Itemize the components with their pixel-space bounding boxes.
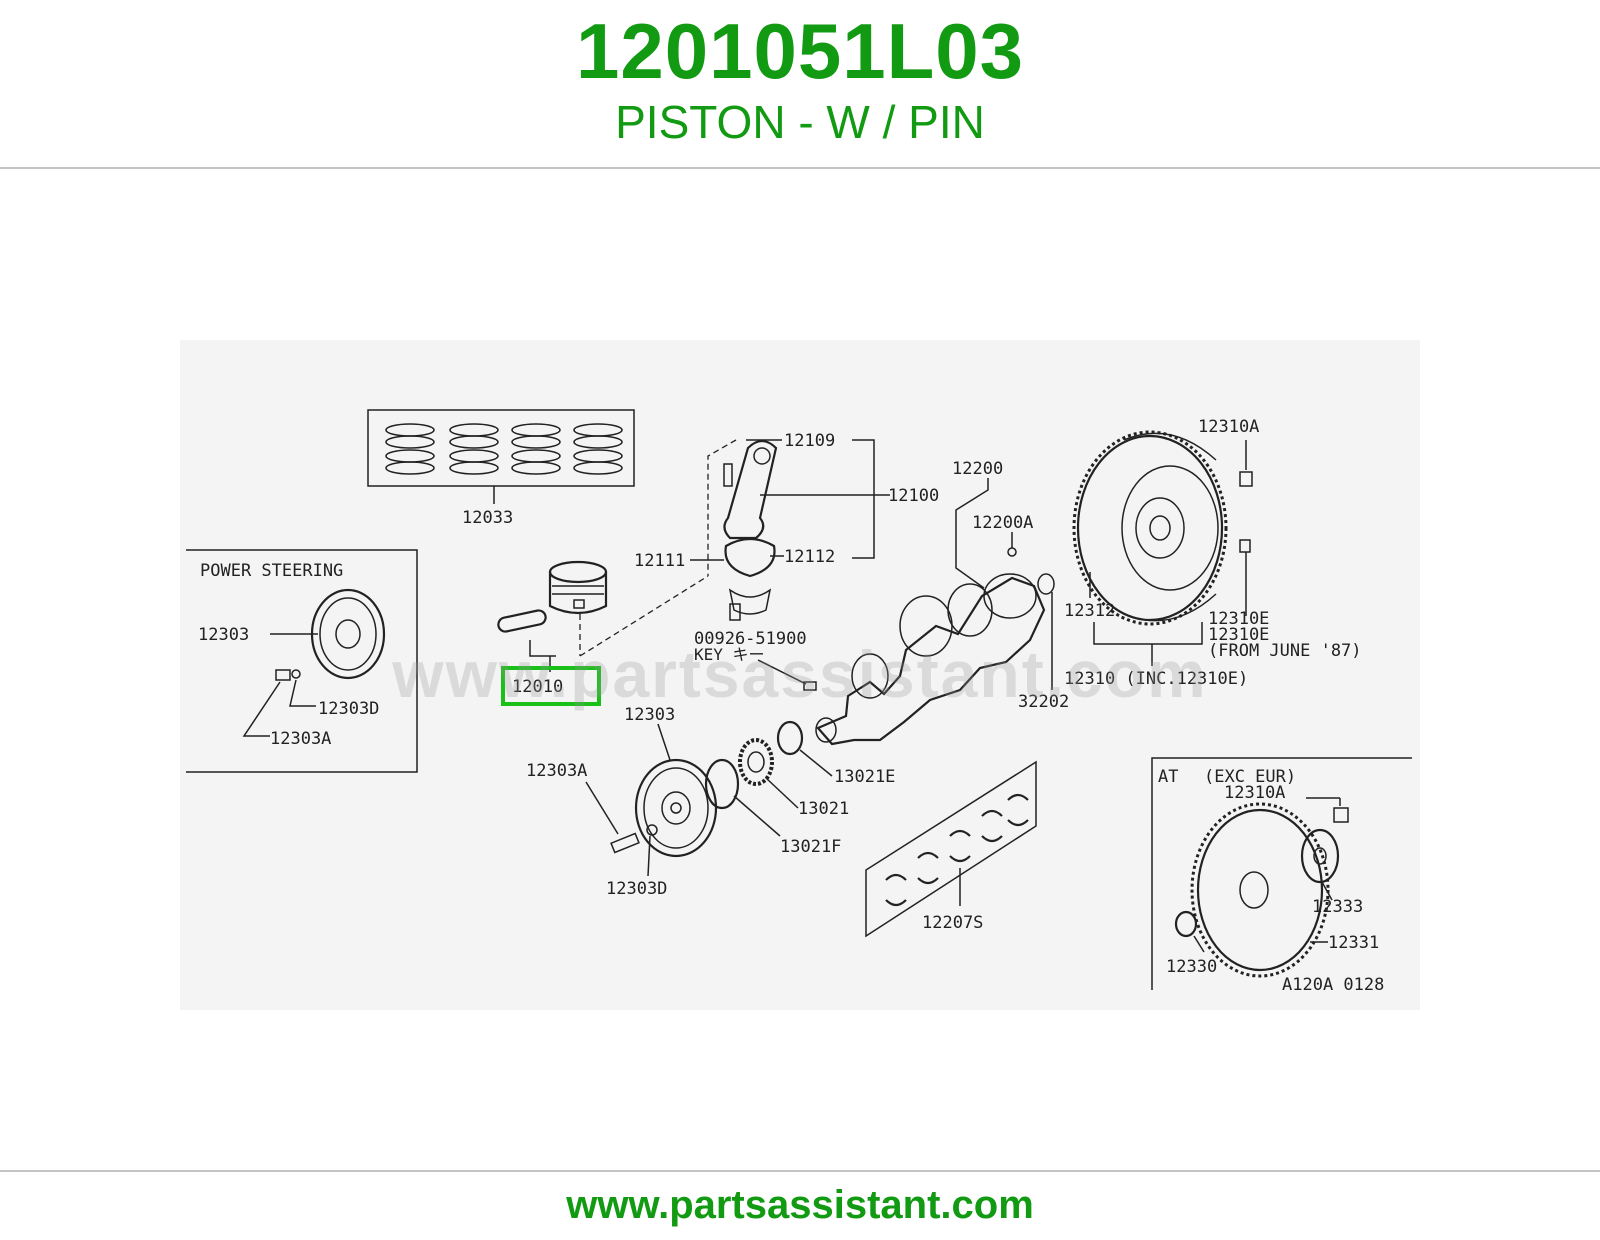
- label-12111: 12111: [634, 551, 685, 571]
- label-12112: 12112: [784, 547, 835, 567]
- part-number-title: 1201051L03: [575, 7, 1025, 95]
- label-key-part-number: 00926-51900: [694, 629, 807, 649]
- label-12010: 12010: [512, 677, 563, 697]
- label-at-exc-eur: (EXC EUR): [1204, 767, 1296, 787]
- label-ps-12303: 12303: [198, 625, 249, 645]
- crank-sprocket-plate: [776, 720, 804, 756]
- label-at-12330: 12330: [1166, 957, 1217, 977]
- pulley-bolt: [610, 832, 640, 854]
- crank-pulley: [634, 758, 718, 858]
- label-32202: 32202: [1018, 692, 1069, 712]
- label-at-12333: 12333: [1312, 897, 1363, 917]
- label-12200: 12200: [952, 459, 1003, 479]
- crank-key: [803, 681, 817, 691]
- label-ps-12303D: 12303D: [318, 699, 379, 719]
- label-12109: 12109: [784, 431, 835, 451]
- diagram-background: [180, 340, 1420, 1010]
- flywheel-bolt: [1239, 471, 1253, 487]
- pilot-bushing: [1037, 573, 1055, 595]
- label-power-steering: POWER STEERING: [200, 561, 343, 581]
- power-steering-inset: [186, 549, 418, 773]
- highlight-box-12010[interactable]: [501, 666, 601, 706]
- oil-pump-drive-spacer: [704, 758, 740, 810]
- label-diagram-code: A120A 0128: [1282, 975, 1384, 995]
- label-12310E-1: 12310E: [1208, 609, 1269, 629]
- label-13021: 13021: [798, 799, 849, 819]
- footer-divider: [0, 1170, 1600, 1172]
- label-13021F: 13021F: [780, 837, 841, 857]
- main-bearing-set: [865, 760, 1037, 938]
- label-at: AT: [1158, 767, 1178, 787]
- label-12310E-2: 12310E: [1208, 625, 1269, 645]
- crankshaft: [815, 573, 1046, 746]
- label-12303: 12303: [624, 705, 675, 725]
- header-divider: [0, 167, 1600, 169]
- label-13021E: 13021E: [834, 767, 895, 787]
- piston-with-pin: [497, 560, 709, 672]
- crank-sprocket: [738, 738, 774, 786]
- connecting-rod: [707, 439, 778, 621]
- at-inset: [1151, 757, 1412, 990]
- label-from-june-87: (FROM JUNE '87): [1208, 641, 1362, 661]
- footer-url-link[interactable]: www.partsassistant.com: [566, 1183, 1034, 1227]
- label-12310A: 12310A: [1198, 417, 1259, 437]
- label-12312: 12312: [1064, 601, 1115, 621]
- part-description: PISTON - W / PIN: [615, 96, 985, 148]
- label-ps-12303A: 12303A: [270, 729, 331, 749]
- label-12310: 12310 (INC.12310E): [1064, 669, 1248, 689]
- label-12303A: 12303A: [526, 761, 587, 781]
- label-12303D: 12303D: [606, 879, 667, 899]
- label-key: KEY キー: [694, 645, 765, 664]
- label-12207S: 12207S: [922, 913, 983, 933]
- flywheel: [1072, 430, 1228, 626]
- label-at-12310A: 12310A: [1224, 783, 1285, 803]
- label-12033: 12033: [462, 508, 513, 528]
- piston-ring-set: [367, 409, 635, 504]
- label-12100: 12100: [888, 486, 939, 506]
- pulley-washer: [646, 824, 658, 836]
- page-header: 1201051L03 PISTON - W / PIN: [0, 0, 1600, 168]
- label-12200A: 12200A: [972, 513, 1033, 533]
- flywheel-dowel: [1239, 539, 1251, 553]
- label-at-12331: 12331: [1328, 933, 1379, 953]
